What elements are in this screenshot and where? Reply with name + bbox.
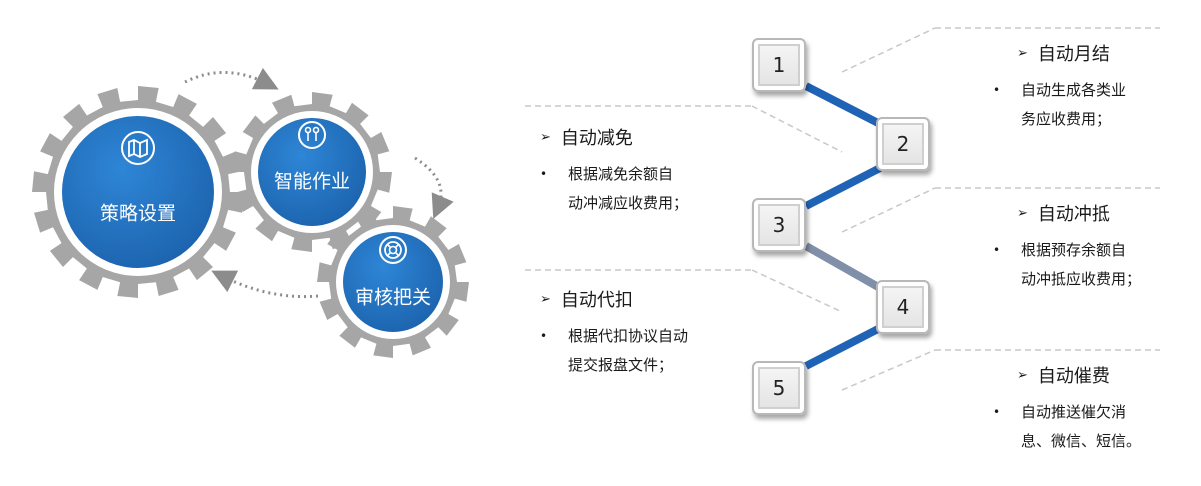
step-box-1: 1 xyxy=(752,38,806,92)
arrow-bullet-icon: ➢ xyxy=(1017,205,1028,221)
dot-bullet-icon: • xyxy=(540,167,548,181)
item-title: 自动冲抵 xyxy=(1037,204,1110,225)
step-box-5: 5 xyxy=(752,361,806,415)
item-auto-offset: ➢ 自动冲抵 • 根据预存余额自 动冲抵应收费用； xyxy=(993,200,1142,294)
item-desc: 根据代扣协议自动 提交报盘文件； xyxy=(568,327,689,374)
dot-bullet-icon: • xyxy=(993,405,1001,419)
cycle-arrow-bottom xyxy=(211,270,319,299)
item-auto-reminder: ➢ 自动催费 • 自动推送催欠消 息、微信、短信。 xyxy=(993,362,1142,456)
item-title: 自动代扣 xyxy=(560,290,633,311)
item-desc: 根据预存余额自 动冲抵应收费用； xyxy=(1021,241,1142,288)
item-desc: 自动生成各类业 务应收费用； xyxy=(1021,81,1127,128)
item-auto-waiver: ➢ 自动减免 • 根据减免余额自 动冲减应收费用； xyxy=(540,124,688,218)
item-title: 自动减免 xyxy=(560,128,633,149)
lifebuoy-icon xyxy=(378,235,408,269)
gear-strategy xyxy=(32,86,244,298)
arrow-bullet-icon: ➢ xyxy=(540,291,551,307)
item-auto-debit: ➢ 自动代扣 • 根据代扣协议自动 提交报盘文件； xyxy=(540,286,688,380)
dot-bullet-icon: • xyxy=(993,243,1001,257)
cycle-arrow-top xyxy=(184,67,279,90)
dot-bullet-icon: • xyxy=(993,83,1001,97)
arrow-bullet-icon: ➢ xyxy=(1017,367,1028,383)
gear-label-strategy: 策略设置 xyxy=(99,202,177,225)
gear-label-review: 审核把关 xyxy=(354,286,432,309)
item-title: 自动催费 xyxy=(1037,366,1110,387)
item-title: 自动月结 xyxy=(1037,44,1110,65)
gear-intelligent xyxy=(232,92,392,252)
map-icon xyxy=(120,130,156,170)
process-icon xyxy=(297,120,327,154)
dot-bullet-icon: • xyxy=(540,329,548,343)
item-desc: 自动推送催欠消 息、微信、短信。 xyxy=(1021,403,1142,450)
item-desc: 根据减免余额自 动冲减应收费用； xyxy=(568,165,689,212)
item-auto-monthly: ➢ 自动月结 • 自动生成各类业 务应收费用； xyxy=(993,40,1127,134)
cycle-arrow-right xyxy=(414,156,454,220)
arrow-bullet-icon: ➢ xyxy=(540,129,551,145)
step-box-2: 2 xyxy=(876,117,930,171)
step-box-4: 4 xyxy=(876,280,930,334)
step-box-3: 3 xyxy=(752,198,806,252)
gear-review xyxy=(317,206,469,358)
arrow-bullet-icon: ➢ xyxy=(1017,45,1028,61)
gear-diagram xyxy=(32,67,469,358)
gear-label-intelligent: 智能作业 xyxy=(273,170,351,193)
